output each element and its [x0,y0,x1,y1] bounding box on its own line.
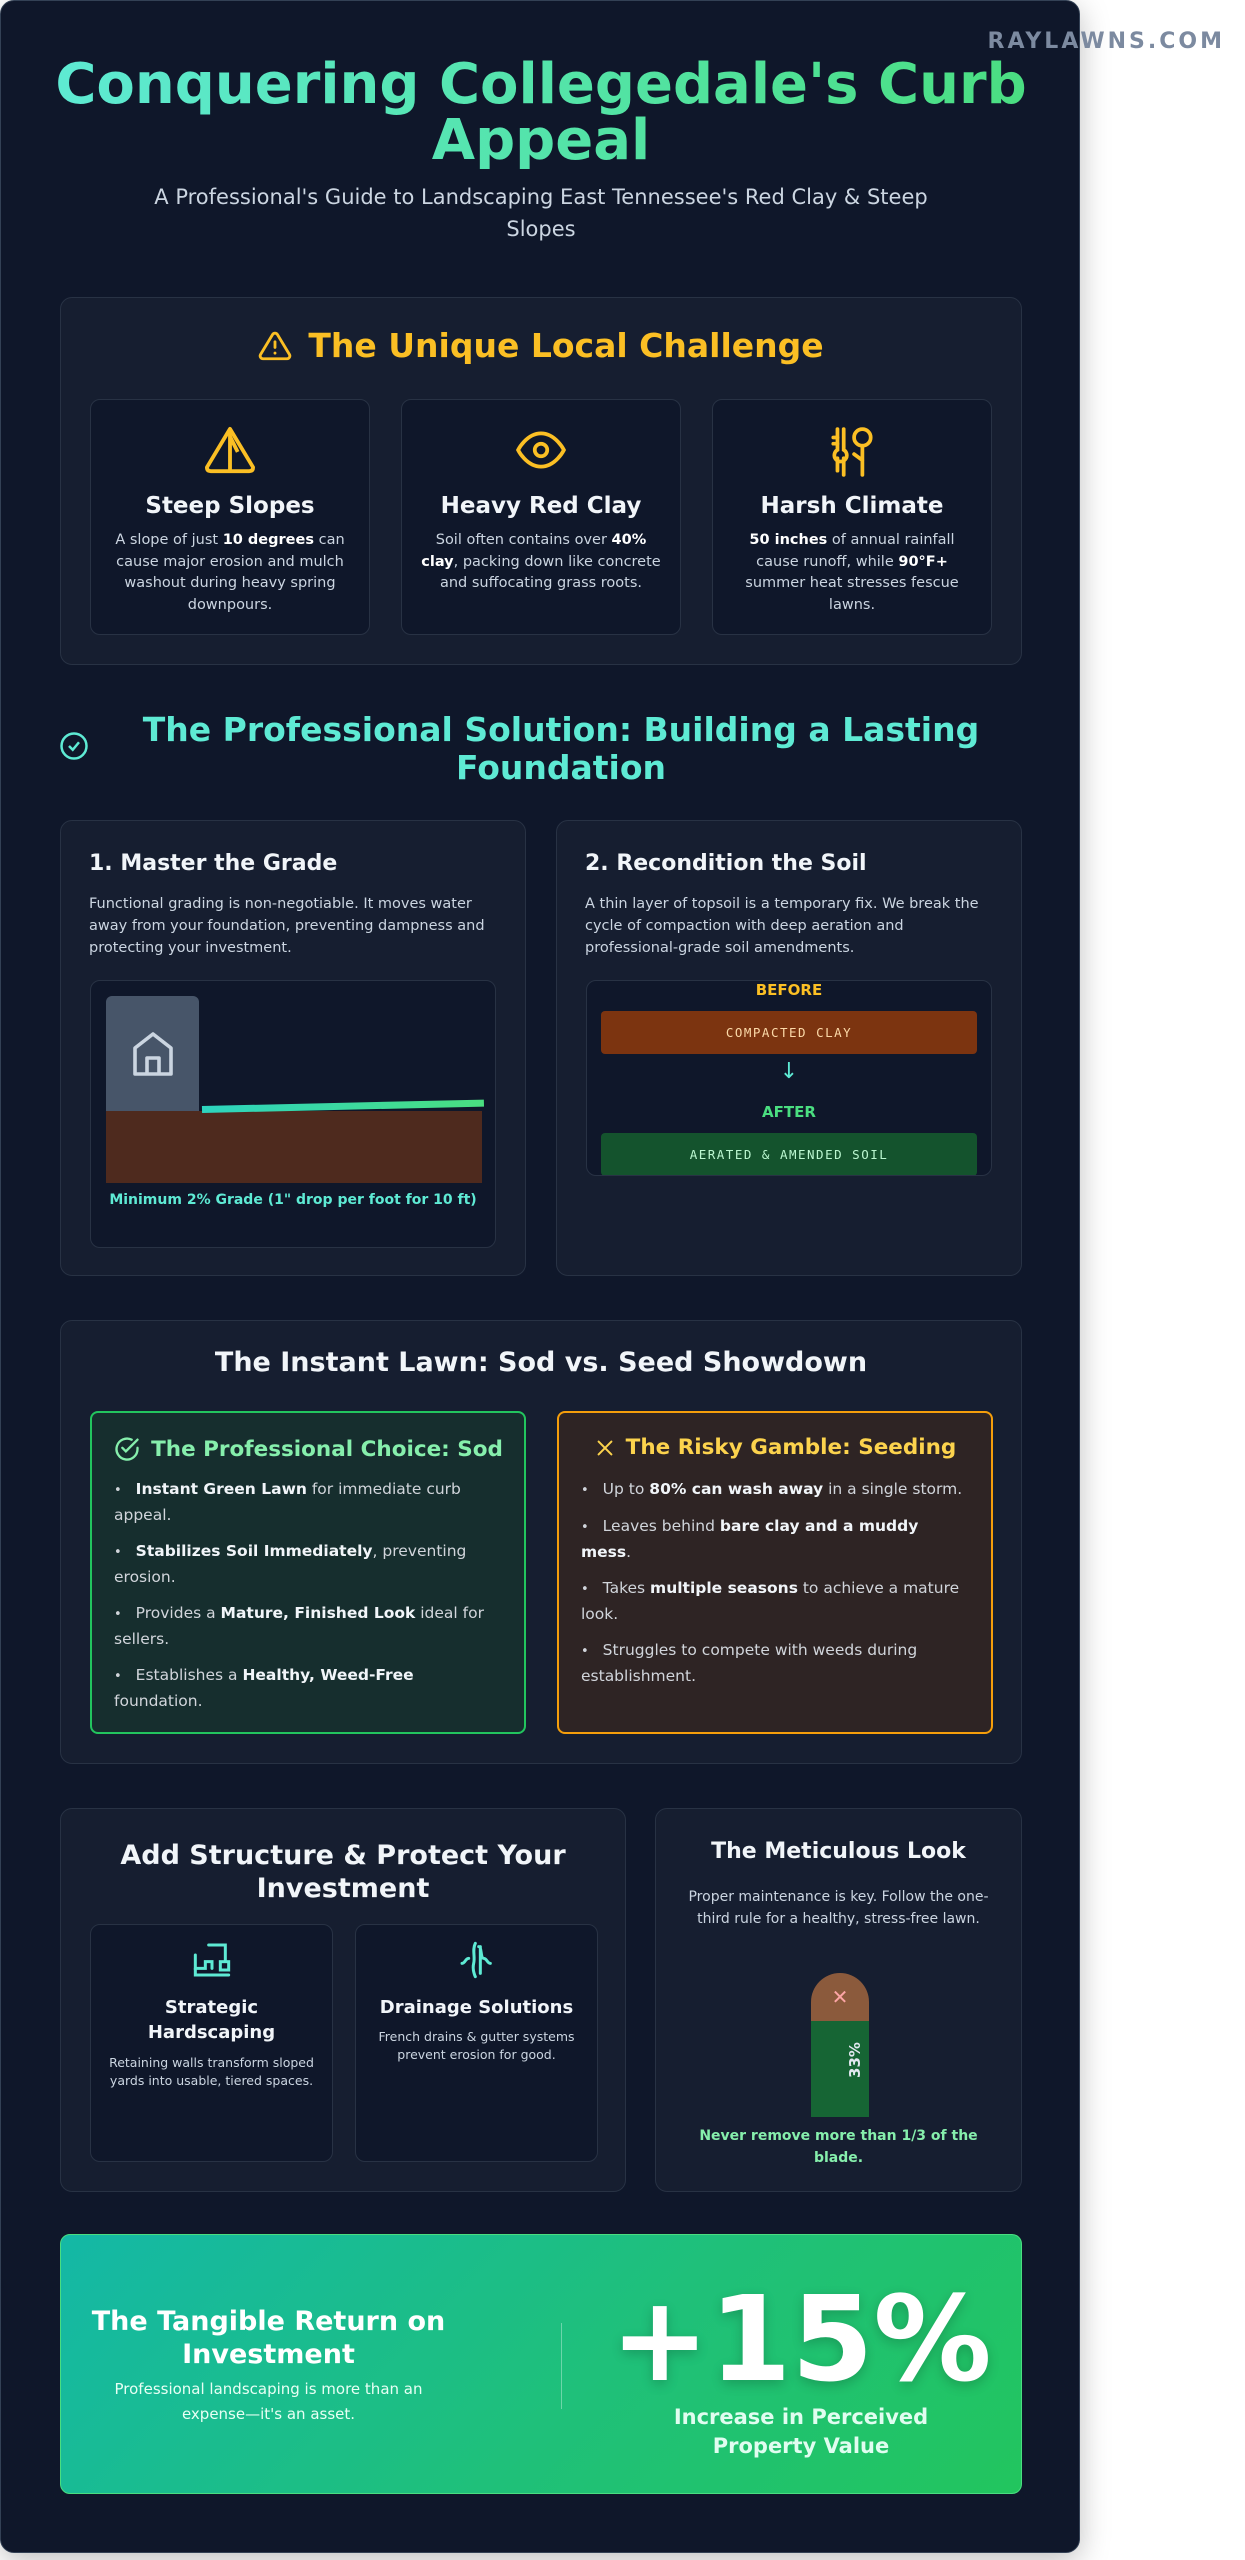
maintenance-caption: Never remove more than 1/3 of the blade. [699,2128,978,2166]
roi-banner: The Tangible Return on Investment Profes… [60,2234,1022,2494]
grade-card: 1. Master the Grade Functional grading i… [60,820,526,1276]
list-item: Takes multiple seasons to achieve a matu… [581,1576,971,1627]
after-label: AFTER [762,1103,816,1121]
hardscaping-icon [193,1943,230,1977]
solution-title: The Professional Solution: Building a La… [142,710,980,787]
house-icon [132,1031,173,1076]
list-item: Leaves behind bare clay and a muddy mess… [581,1514,971,1565]
sod-benefits-list: Instant Green Lawn for immediate curb ap… [114,1477,504,1725]
blade-percent: 33% [845,2042,864,2078]
card-text: French drains & gutter systems prevent e… [378,2029,575,2062]
check-circle-icon [60,732,88,760]
seed-heading: The Risky Gamble: Seeding [559,1435,991,1460]
page-subtitle: A Professional's Guide to Landscaping Ea… [154,185,928,241]
soil-block [106,1111,482,1183]
soil-text: A thin layer of topsoil is a temporary f… [585,896,979,956]
list-item: Establishes a Healthy, Weed-Free foundat… [114,1663,504,1714]
seed-risks-list: Up to 80% can wash away in a single stor… [581,1477,971,1700]
list-item: Instant Green Lawn for immediate curb ap… [114,1477,504,1528]
list-item: Struggles to compete with weeds during e… [581,1638,971,1689]
list-item: Stabilizes Soil Immediately, preventing … [114,1539,504,1590]
soil-heading: 2. Recondition the Soil [585,851,867,876]
blade-cut-portion: ✕ [811,1973,869,2021]
compacted-clay-bar: COMPACTED CLAY [601,1011,977,1054]
showdown-section: The Instant Lawn: Sod vs. Seed Showdown … [60,1320,1022,1764]
drainage-card: Drainage Solutions French drains & gutte… [355,1924,598,2162]
structure-section: Add Structure & Protect Your Investment … [60,1808,626,2192]
infographic-page: Conquering Collegedale's Curb Appeal A P… [0,0,1080,2553]
climate-icon [831,427,873,477]
showdown-title: The Instant Lawn: Sod vs. Seed Showdown [214,1347,868,1378]
roi-caption: Increase in Perceived Property Value [673,2405,929,2458]
seed-card: The Risky Gamble: Seeding Up to 80% can … [557,1411,993,1734]
card-text: Retaining walls transform sloped yards i… [109,2055,314,2088]
soil-card: 2. Recondition the Soil A thin layer of … [556,820,1022,1276]
list-item: Provides a Mature, Finished Look ideal f… [114,1601,504,1652]
challenge-title: The Unique Local Challenge [308,326,824,365]
challenge-heading: The Unique Local Challenge [61,326,1021,365]
roi-divider [561,2323,562,2409]
challenge-section: The Unique Local Challenge Steep Slopes … [60,297,1022,665]
eye-icon [515,431,567,469]
card-heading: Harsh Climate [760,493,944,519]
card-heading: Steep Slopes [145,493,315,519]
before-label: BEFORE [755,981,823,999]
card-text: 50 inches of annual rainfall cause runof… [745,532,959,613]
slope-icon [204,426,255,474]
grade-diagram: Minimum 2% Grade (1" drop per foot for 1… [90,980,496,1248]
cut-x-icon: ✕ [831,1985,849,2009]
soil-diagram: BEFORE COMPACTED CLAY ↓ AFTER AERATED & … [586,980,992,1176]
hardscaping-card: Strategic Hardscaping Retaining walls tr… [90,1924,333,2162]
roi-heading: The Tangible Return on Investment [91,2306,446,2370]
card-heading: Heavy Red Clay [440,493,642,519]
blade-remaining-portion: 33% [811,2021,869,2117]
check-circle-icon [115,1437,139,1461]
structure-title: Add Structure & Protect Your Investment [120,1840,566,1904]
maintenance-section: The Meticulous Look Proper maintenance i… [655,1808,1022,2192]
challenge-card-slopes: Steep Slopes A slope of just 10 degrees … [90,399,370,635]
house-block [106,996,199,1111]
x-icon [597,1440,613,1455]
maintenance-text: Proper maintenance is key. Follow the on… [688,1889,989,1927]
drainage-icon [460,1941,492,1979]
roi-text: Professional landscaping is more than an… [114,2380,423,2423]
challenge-card-climate: Harsh Climate 50 inches of annual rainfa… [712,399,992,635]
card-text: Soil often contains over 40% clay, packi… [421,532,661,591]
challenge-card-clay: Heavy Red Clay Soil often contains over … [401,399,681,635]
card-heading: Strategic Hardscaping [147,1997,276,2043]
brand-watermark: RAYLAWNS.COM [987,29,1225,54]
card-text: A slope of just 10 degrees can cause maj… [115,532,345,613]
roi-value: +15% [610,2270,992,2408]
amended-soil-bar: AERATED & AMENDED SOIL [601,1133,977,1175]
list-item: Up to 80% can wash away in a single stor… [581,1477,971,1503]
sod-heading: The Professional Choice: Sod [92,1435,524,1463]
card-heading: Drainage Solutions [379,1997,574,2018]
sod-card: The Professional Choice: Sod Instant Gre… [90,1411,526,1734]
down-arrow-icon: ↓ [779,1059,799,1084]
maintenance-title: The Meticulous Look [711,1839,966,1864]
grade-caption: Minimum 2% Grade (1" drop per foot for 1… [109,1192,477,1208]
page-title: Conquering Collegedale's Curb Appeal [41,57,1041,169]
warning-triangle-icon [259,331,292,360]
grade-text: Functional grading is non-negotiable. It… [89,896,485,956]
grade-heading: 1. Master the Grade [89,851,338,876]
